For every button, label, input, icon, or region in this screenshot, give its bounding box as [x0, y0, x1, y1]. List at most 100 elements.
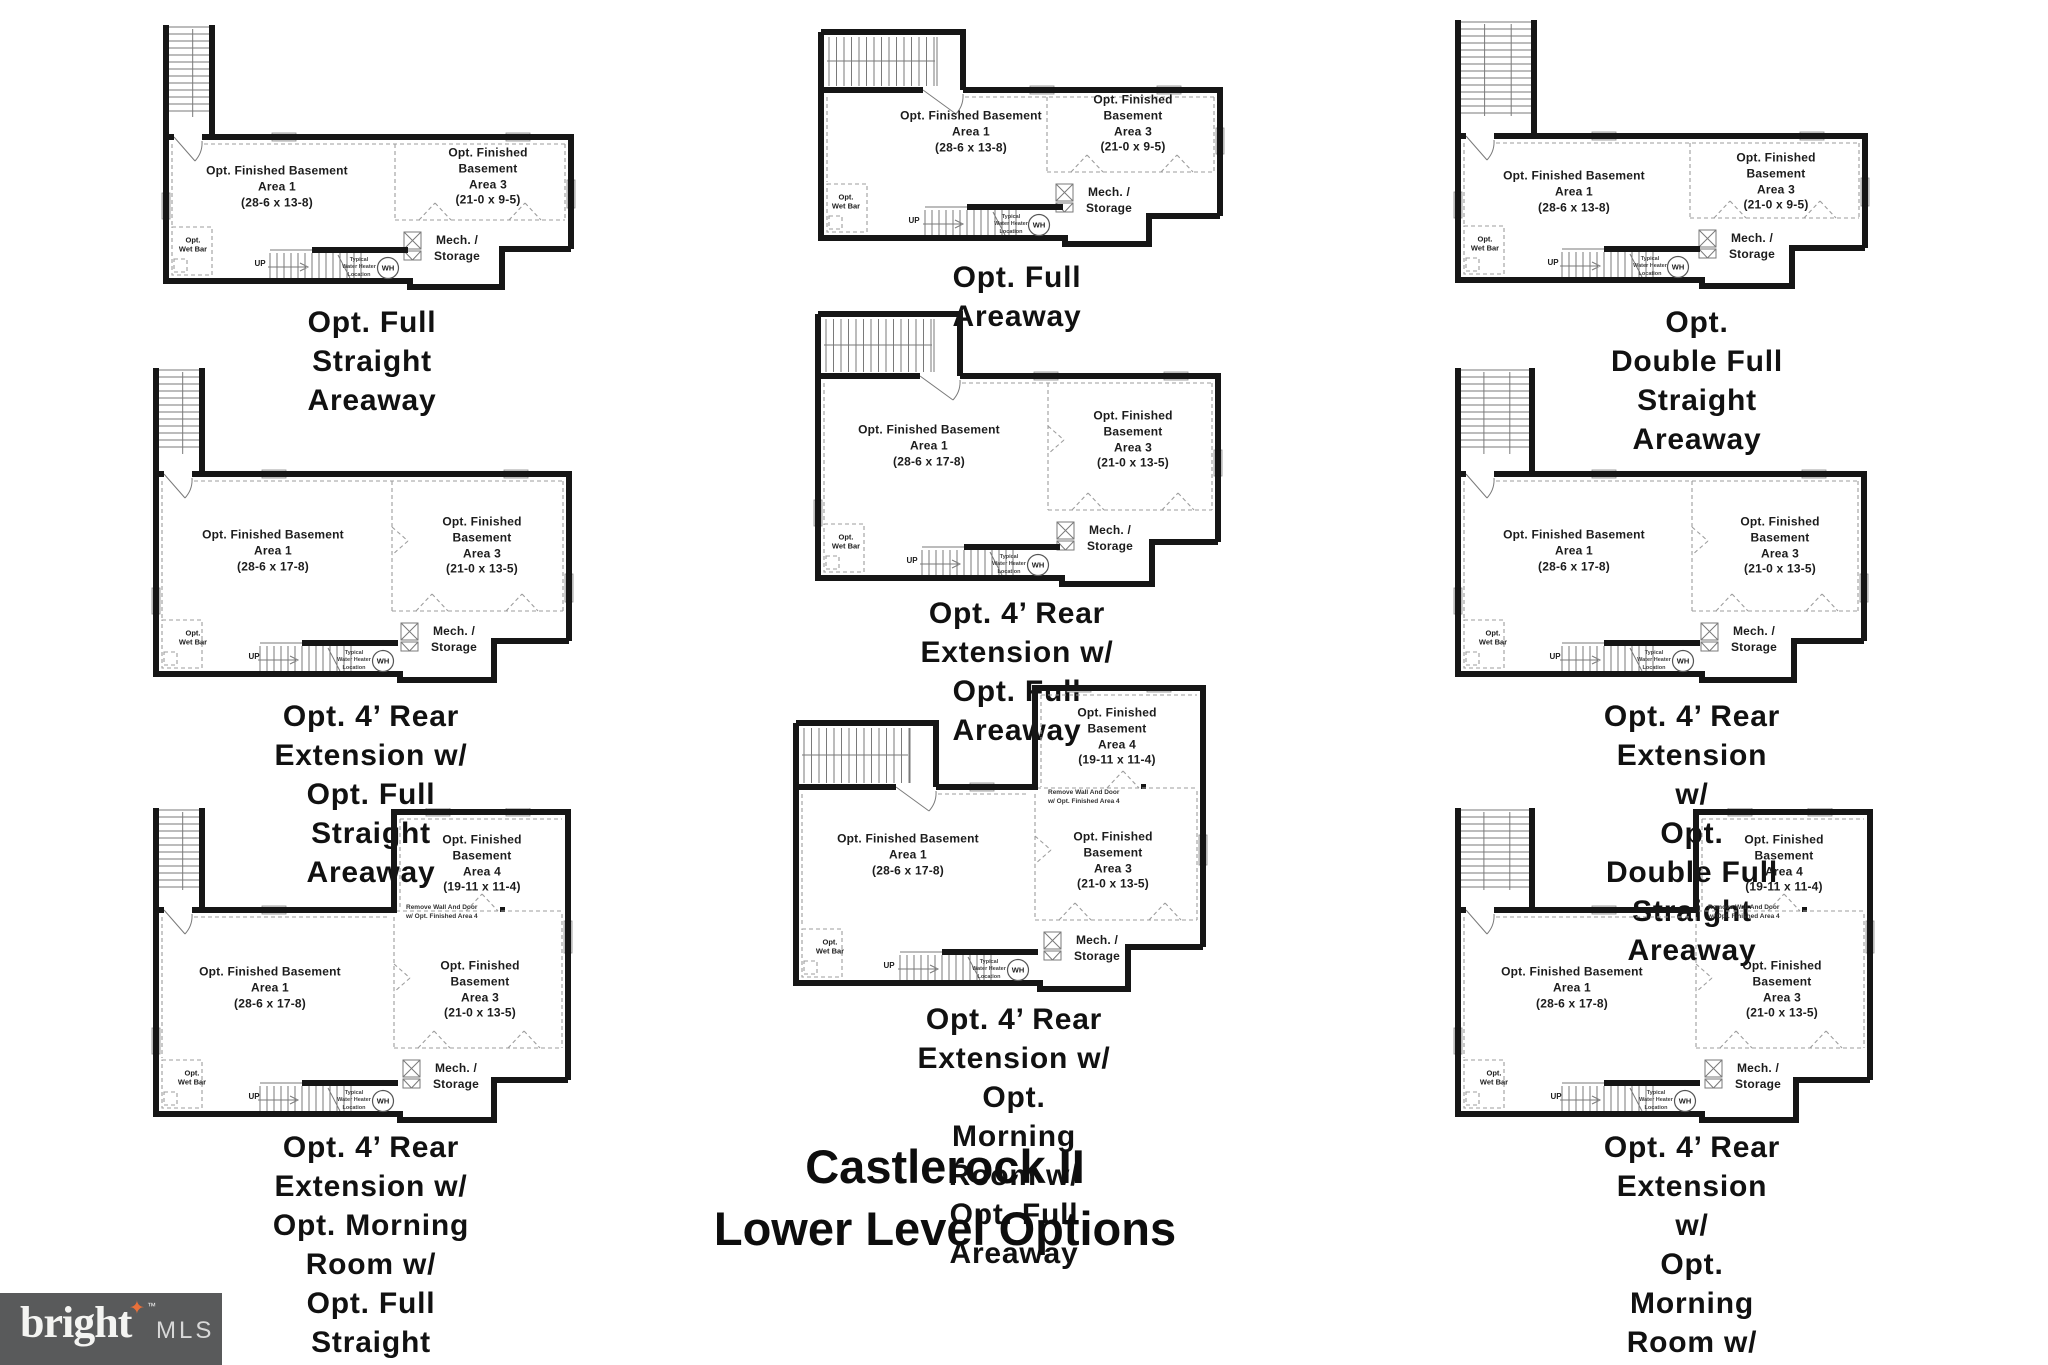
floorplan-drawing: [161, 25, 576, 290]
label-water-heater-note: Typical Water Heater Location: [337, 1089, 371, 1111]
plan-caption: Opt. 4’ Rear Extension w/ Opt. Full Stra…: [274, 700, 468, 889]
plan-caption: Opt. 4’ Rear Extension w/ Opt. Morning R…: [917, 1003, 1111, 1270]
room-label-area1: Opt. Finished Basement Area 1 (28-6 x 17…: [1501, 964, 1643, 1010]
label-water-heater-note: Typical Water Heater Location: [992, 553, 1026, 575]
floorplan-rear-ext-full-areaway: Opt. Finished Basement Area 1 (28-6 x 17…: [812, 310, 1242, 747]
label-water-heater: WH: [381, 263, 395, 273]
sheet-title: Castlerock II Lower Level Options: [713, 1140, 1177, 1255]
floorplan-rear-ext-full-straight-areaway: Opt. Finished Basement Area 1 (28-6 x 17…: [150, 368, 574, 889]
label-wet-bar: Opt. Wet Bar: [1470, 234, 1500, 253]
label-wet-bar: Opt. Wet Bar: [177, 1068, 207, 1087]
room-label-area3: Opt. Finished Basement Area 3 (21-0 x 13…: [1093, 408, 1173, 470]
label-water-heater: WH: [1011, 965, 1025, 975]
room-label-mech-storage: Mech. / Storage: [432, 1061, 480, 1091]
label-water-heater: WH: [376, 1096, 390, 1106]
floorplan-drawing: [1453, 368, 1869, 683]
label-water-heater: WH: [1032, 220, 1046, 230]
label-water-heater: WH: [1031, 560, 1045, 570]
room-label-area3: Opt. Finished Basement Area 3 (21-0 x 13…: [440, 958, 520, 1020]
label-wet-bar: Opt. Wet Bar: [1479, 1068, 1509, 1087]
room-label-area3: Opt. Finished Basement Area 3 (21-0 x 13…: [1073, 829, 1153, 891]
plan-caption: Opt. Full Straight Areaway: [307, 306, 437, 417]
label-water-heater-note: Typical Water Heater Location: [994, 213, 1028, 235]
floorplan-drawing: [813, 311, 1223, 587]
room-label-area4: Opt. Finished Basement Area 4 (19-11 x 1…: [1077, 705, 1157, 767]
label-water-heater: WH: [1678, 1096, 1692, 1106]
floorplan-rear-ext-double-full-straight-areaway: Opt. Finished Basement Area 1 (28-6 x 17…: [1452, 368, 1870, 967]
room-label-area4: Opt. Finished Basement Area 4 (19-11 x 1…: [1744, 832, 1824, 894]
label-water-heater: WH: [1671, 262, 1685, 272]
room-label-area1: Opt. Finished Basement Area 1 (28-6 x 13…: [1503, 168, 1645, 214]
floorplan-drawing: [1453, 20, 1870, 289]
room-label-area1: Opt. Finished Basement Area 1 (28-6 x 17…: [199, 964, 341, 1010]
label-up: UP: [254, 259, 266, 268]
label-remove-wall-note: Remove Wall And Door w/ Opt. Finished Ar…: [1048, 789, 1120, 805]
plan-caption: Opt. 4’ Rear Extension w/ Opt. Morning R…: [272, 1131, 470, 1359]
room-label-area1: Opt. Finished Basement Area 1 (28-6 x 17…: [1503, 527, 1645, 573]
label-remove-wall-note: Remove Wall And Door w/ Opt. Finished Ar…: [1708, 904, 1780, 920]
label-water-heater: WH: [376, 656, 390, 666]
label-water-heater-note: Typical Water Heater Location: [1637, 649, 1671, 671]
label-wet-bar: Opt. Wet Bar: [831, 532, 861, 551]
logo-mls-text: MLS: [156, 1317, 215, 1344]
label-water-heater-note: Typical Water Heater Location: [1633, 255, 1667, 277]
room-label-area3: Opt. Finished Basement Area 3 (21-0 x 13…: [1742, 958, 1822, 1020]
logo-brand-text: bright: [20, 1298, 132, 1347]
label-up: UP: [906, 556, 918, 565]
room-label-mech-storage: Mech. / Storage: [1730, 624, 1778, 654]
room-label-mech-storage: Mech. / Storage: [1734, 1061, 1782, 1091]
floorplan-double-full-straight-areaway: Opt. Finished Basement Area 1 (28-6 x 13…: [1452, 20, 1872, 456]
plan-caption: Opt. 4’ Rear Extension w/ Opt. Morning R…: [1603, 1131, 1781, 1359]
room-label-area1: Opt. Finished Basement Area 1 (28-6 x 17…: [837, 831, 979, 877]
label-remove-wall-note: Remove Wall And Door w/ Opt. Finished Ar…: [406, 904, 478, 920]
label-up: UP: [1550, 1092, 1562, 1101]
label-wet-bar: Opt. Wet Bar: [815, 937, 845, 956]
label-water-heater-note: Typical Water Heater Location: [342, 256, 376, 278]
label-wet-bar: Opt. Wet Bar: [1478, 628, 1508, 647]
room-label-mech-storage: Mech. / Storage: [1086, 523, 1134, 553]
floorplan-full-areaway: Opt. Finished Basement Area 1 (28-6 x 13…: [815, 20, 1245, 333]
plan-caption: Opt. Full Areaway: [952, 261, 1082, 333]
room-label-mech-storage: Mech. / Storage: [1085, 185, 1133, 215]
room-label-area1: Opt. Finished Basement Area 1 (28-6 x 17…: [202, 527, 344, 573]
floorplan-drawing: [1453, 808, 1875, 1123]
room-label-area3: Opt. Finished Basement Area 3 (21-0 x 13…: [442, 514, 522, 576]
floorplan-drawing: [793, 685, 1208, 992]
room-label-area3: Opt. Finished Basement Area 3 (21-0 x 9-…: [1736, 150, 1816, 212]
room-label-mech-storage: Mech. / Storage: [433, 233, 481, 263]
label-wet-bar: Opt. Wet Bar: [178, 235, 208, 254]
label-wet-bar: Opt. Wet Bar: [831, 192, 861, 211]
room-label-area3: Opt. Finished Basement Area 3 (21-0 x 13…: [1740, 514, 1820, 576]
room-label-area4: Opt. Finished Basement Area 4 (19-11 x 1…: [442, 832, 522, 894]
room-label-mech-storage: Mech. / Storage: [1728, 231, 1776, 261]
label-water-heater-note: Typical Water Heater Location: [337, 649, 371, 671]
label-water-heater-note: Typical Water Heater Location: [972, 958, 1006, 980]
plan-caption: Opt. 4’ Rear Extension w/ Opt. Full Area…: [920, 597, 1114, 747]
floorplan-rear-ext-morning-room-full-areaway: Opt. Finished Basement Area 1 (28-6 x 17…: [790, 685, 1210, 1270]
trademark-symbol: ™: [147, 1301, 156, 1311]
room-label-mech-storage: Mech. / Storage: [430, 624, 478, 654]
room-label-area3: Opt. Finished Basement Area 3 (21-0 x 9-…: [1093, 92, 1173, 154]
sparkle-icon: ✦: [129, 1298, 145, 1319]
room-label-area1: Opt. Finished Basement Area 1 (28-6 x 17…: [858, 422, 1000, 468]
label-up: UP: [248, 1092, 260, 1101]
label-water-heater-note: Typical Water Heater Location: [1639, 1089, 1673, 1111]
floorplan-full-straight-areaway: Opt. Finished Basement Area 1 (28-6 x 13…: [160, 25, 588, 417]
label-water-heater: WH: [1676, 656, 1690, 666]
room-label-area1: Opt. Finished Basement Area 1 (28-6 x 13…: [900, 108, 1042, 154]
floorplan-drawing: [151, 368, 574, 683]
bright-mls-logo: bright ✦ ™ MLS: [0, 1293, 222, 1365]
floorplan-drawing: [151, 808, 573, 1123]
floorplan-rear-ext-morning-room-full-straight-areaway: Opt. Finished Basement Area 1 (28-6 x 17…: [150, 808, 574, 1359]
label-up: UP: [908, 216, 920, 225]
room-label-mech-storage: Mech. / Storage: [1073, 933, 1121, 963]
floorplan-drawing: [818, 29, 1225, 247]
plan-caption: Opt. Double Full Straight Areaway: [1610, 306, 1784, 456]
label-up: UP: [1547, 258, 1559, 267]
room-label-area3: Opt. Finished Basement Area 3 (21-0 x 9-…: [448, 145, 528, 207]
label-up: UP: [1549, 652, 1561, 661]
label-wet-bar: Opt. Wet Bar: [178, 628, 208, 647]
label-up: UP: [883, 961, 895, 970]
label-up: UP: [248, 652, 260, 661]
